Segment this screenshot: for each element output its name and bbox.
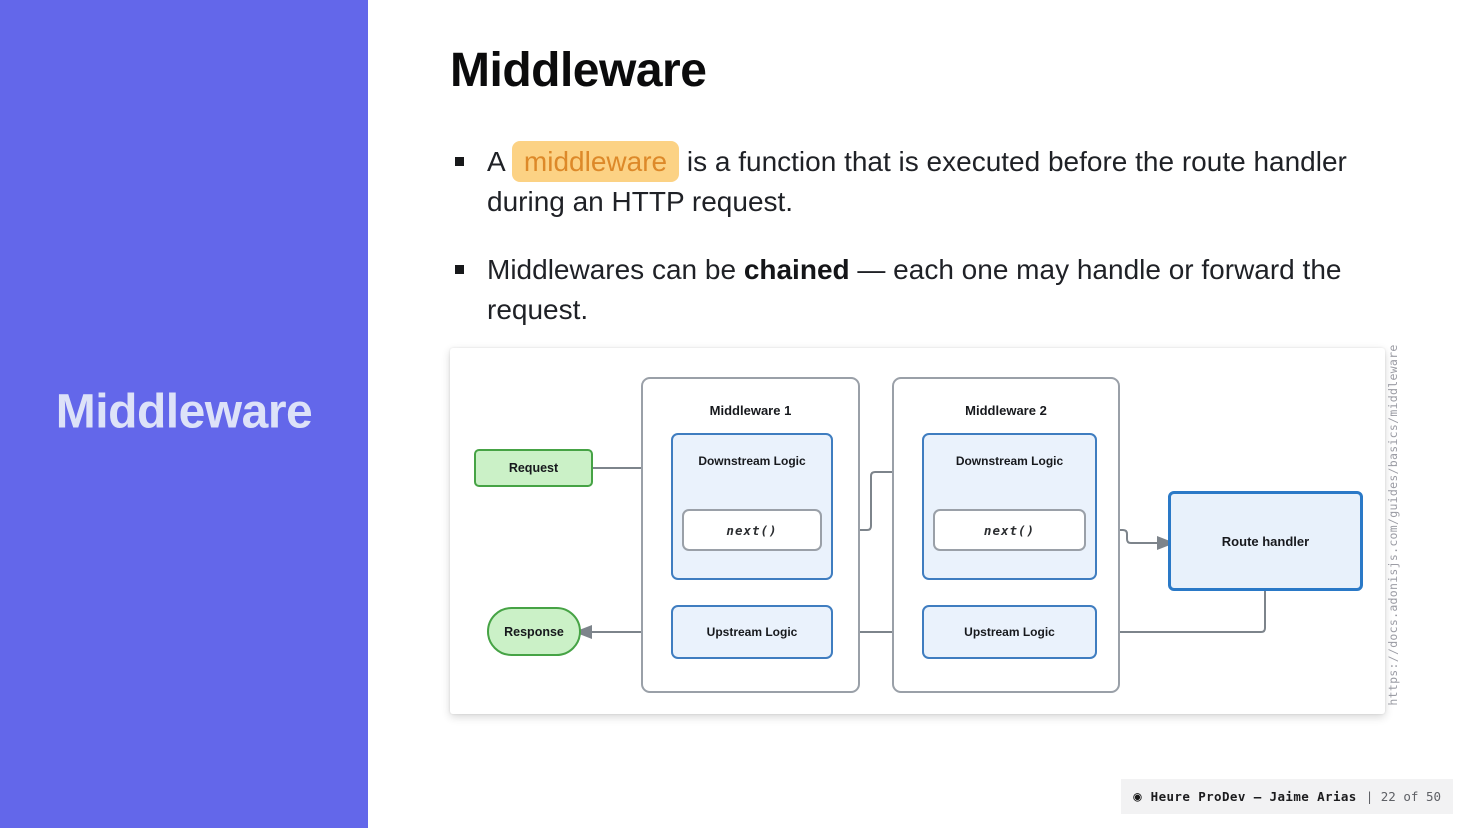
footer-presenter: Heure ProDev — Jaime Arias — [1150, 789, 1357, 804]
record-icon: ◉ — [1133, 788, 1142, 805]
request-node: Request — [474, 449, 593, 487]
main-content: Middleware A middleware is a function th… — [450, 44, 1385, 330]
highlight-middleware: middleware — [511, 141, 680, 182]
bullet-2-bold: chained — [743, 254, 850, 285]
bullet-1-pre: A — [487, 146, 512, 177]
response-node: Response — [487, 607, 581, 656]
route-handler-node: Route handler — [1168, 491, 1363, 591]
bullet-2-post: — each one may handle or forward the req… — [487, 254, 1342, 325]
downstream-logic-2-node: Downstream Logic — [922, 433, 1097, 580]
bullet-list: A middleware is a function that is execu… — [450, 141, 1385, 330]
footer: ◉ Heure ProDev — Jaime Arias | 22 of 50 — [1121, 779, 1453, 814]
bullet-item-1: A middleware is a function that is execu… — [450, 141, 1385, 222]
middleware-1-label: Middleware 1 — [709, 403, 792, 418]
bullet-item-2: Middlewares can be chained — each one ma… — [450, 250, 1385, 330]
bullet-2-pre: Middlewares can be — [487, 254, 744, 285]
source-url: https://docs.adonisjs.com/guides/basics/… — [1386, 344, 1400, 706]
footer-page-indicator: | 22 of 50 — [1365, 789, 1441, 804]
bullet-square-icon — [455, 265, 464, 274]
downstream-logic-1-node: Downstream Logic — [671, 433, 833, 580]
middleware-flow-diagram: Request Response Middleware 1 Downstream… — [450, 348, 1385, 714]
page-title: Middleware — [450, 44, 707, 97]
upstream-logic-2-node: Upstream Logic — [922, 605, 1097, 659]
bullet-1-post: is a function that is executed before th… — [487, 146, 1347, 217]
next-call-1-node: next() — [682, 509, 822, 551]
bullet-square-icon — [455, 157, 464, 166]
sidebar: Middleware — [0, 0, 368, 828]
sidebar-section-title: Middleware — [55, 385, 313, 439]
next-call-2-node: next() — [933, 509, 1086, 551]
middleware-2-label: Middleware 2 — [965, 403, 1047, 418]
upstream-logic-1-node: Upstream Logic — [671, 605, 833, 659]
